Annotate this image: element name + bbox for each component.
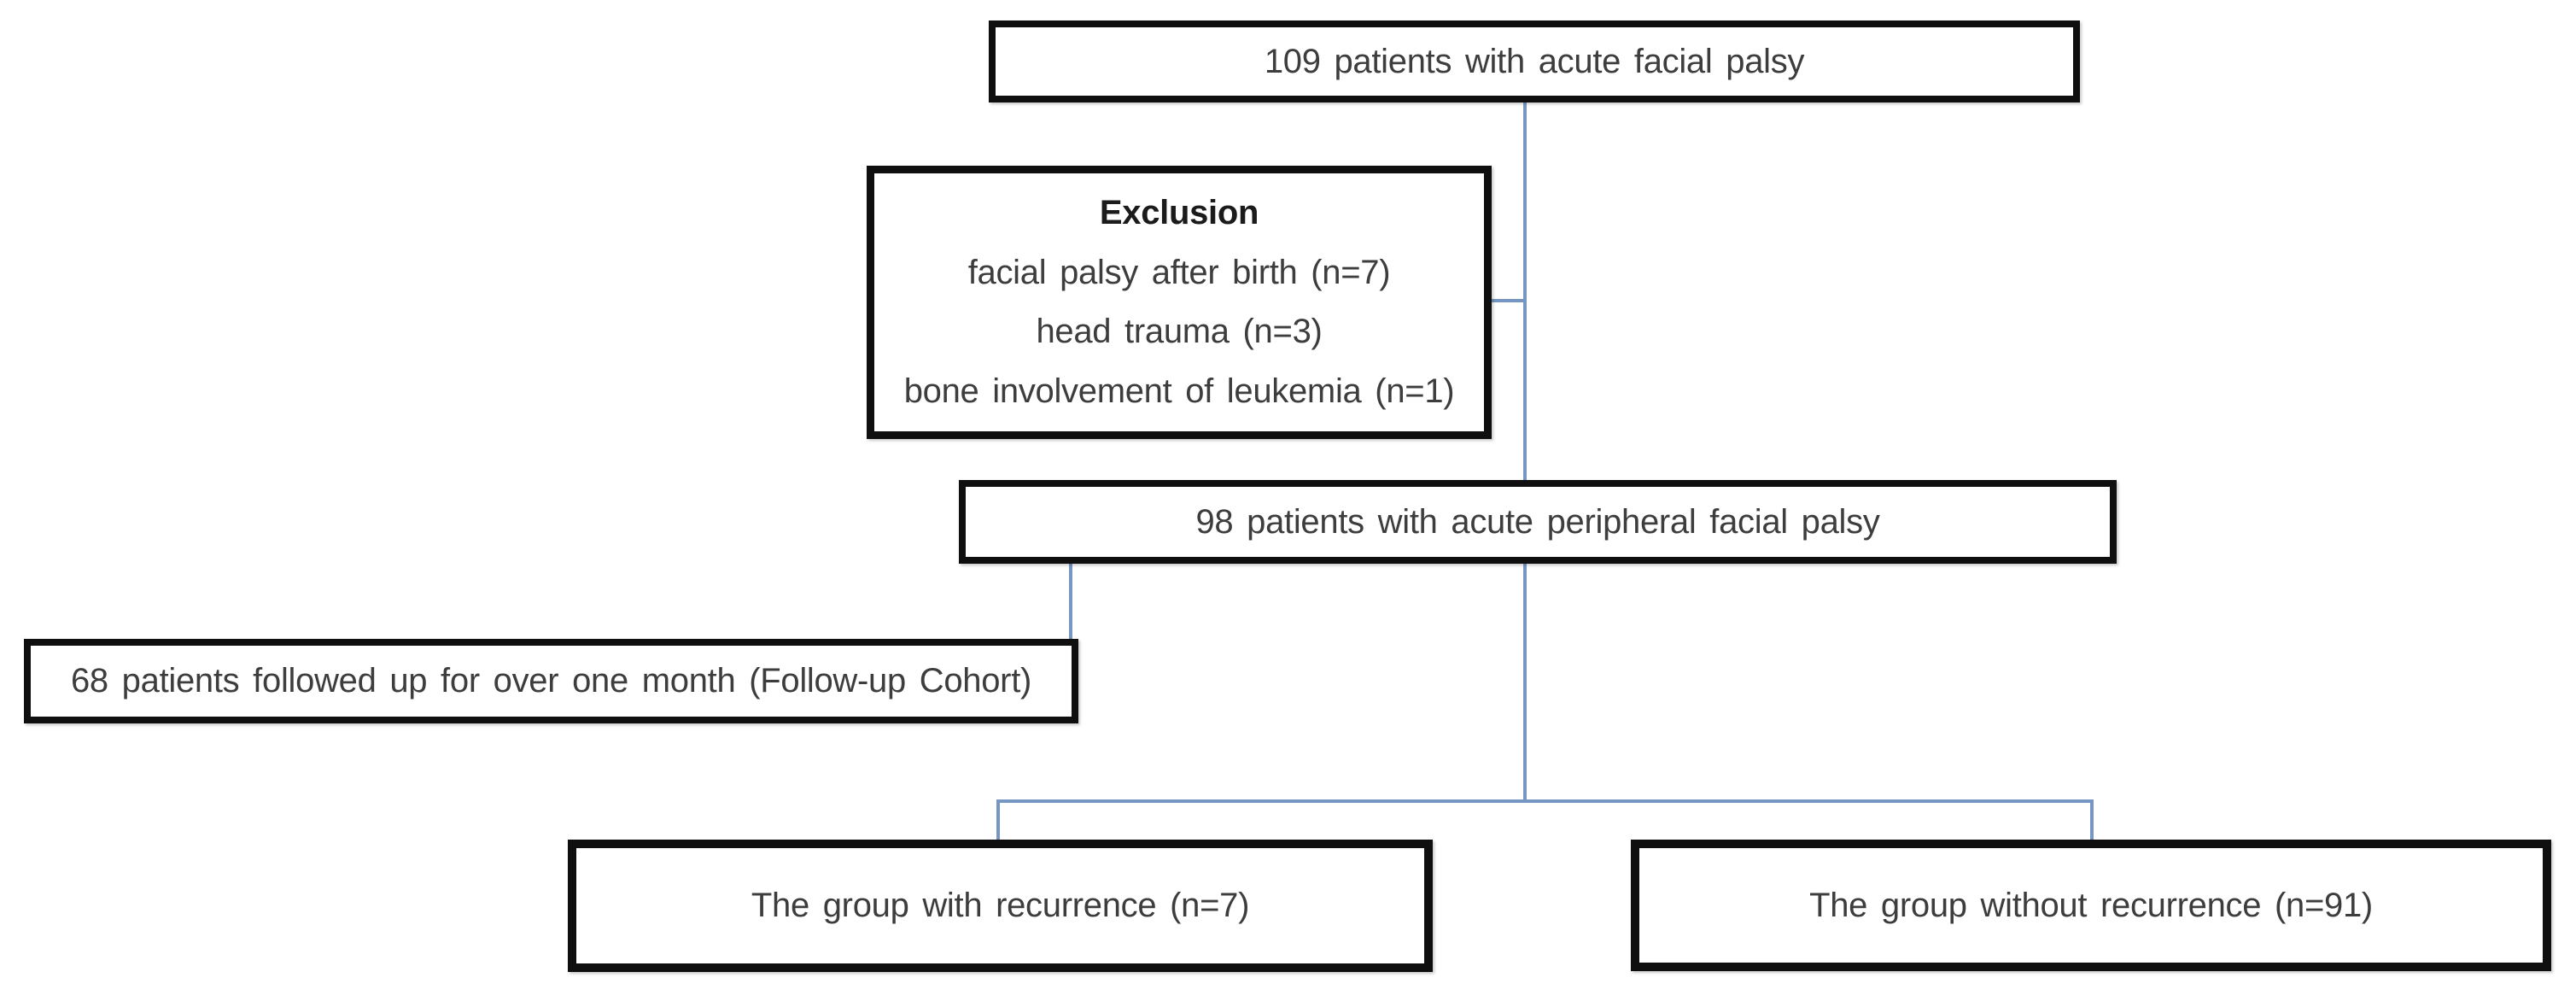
connector-branch-drop-right [2090, 799, 2094, 841]
connector-branch-drop-left [996, 799, 1000, 841]
connector-exclusion-stub [1490, 299, 1527, 302]
node-peripheral-facial-palsy: 98 patients with acute peripheral facial… [959, 480, 2117, 564]
node-group-with-recurrence-label: The group with recurrence (n=7) [751, 887, 1250, 924]
node-acute-facial-palsy: 109 patients with acute facial palsy [989, 20, 2080, 102]
connector-top-to-middle [1523, 101, 1527, 482]
node-group-with-recurrence: The group with recurrence (n=7) [568, 840, 1433, 972]
connector-middle-to-branch [1523, 562, 1527, 803]
connector-middle-to-followup [1069, 562, 1072, 641]
exclusion-item-bone-involvement: bone involvement of leukemia (n=1) [903, 372, 1455, 410]
node-exclusion: Exclusion facial palsy after birth (n=7)… [867, 166, 1492, 439]
node-group-without-recurrence-label: The group without recurrence (n=91) [1809, 886, 2373, 924]
exclusion-item-head-trauma: head trauma (n=3) [1036, 313, 1323, 351]
node-peripheral-facial-palsy-label: 98 patients with acute peripheral facial… [1195, 502, 1880, 541]
node-group-without-recurrence: The group without recurrence (n=91) [1631, 840, 2551, 971]
connector-branch-horizontal [996, 799, 2094, 803]
exclusion-title: Exclusion [1099, 194, 1259, 232]
node-acute-facial-palsy-label: 109 patients with acute facial palsy [1264, 42, 1805, 80]
node-followup-cohort-label: 68 patients followed up for over one mon… [70, 662, 1032, 700]
exclusion-item-facial-palsy-after-birth: facial palsy after birth (n=7) [967, 253, 1391, 291]
node-followup-cohort: 68 patients followed up for over one mon… [24, 639, 1078, 723]
